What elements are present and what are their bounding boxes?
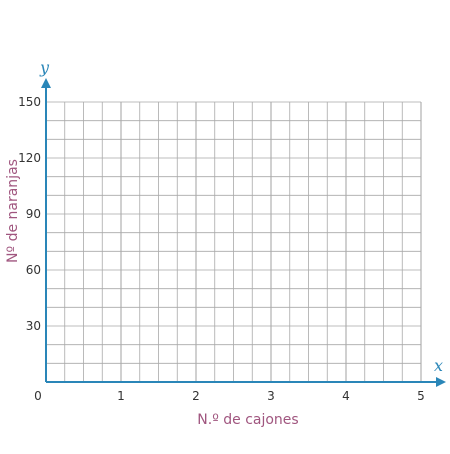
y-tick-label: 150 [18,95,41,109]
axes [41,78,446,387]
x-axis-name: x [434,356,443,375]
y-axis-name: y [39,58,50,77]
x-tick-label: 4 [342,389,350,403]
x-tick-labels: 0 1 2 3 4 5 [34,389,425,403]
x-tick-label: 2 [192,389,200,403]
y-tick-label: 60 [26,263,41,277]
x-axis-label: N.º de cajones [197,412,298,428]
y-tick-label: 30 [26,319,41,333]
y-tick-label: 120 [18,151,41,165]
grid-lines [45,101,422,383]
x-axis-arrow-icon [436,377,446,387]
x-tick-label: 1 [117,389,125,403]
x-tick-label: 3 [267,389,275,403]
y-axis-arrow-icon [41,78,51,88]
y-axis-label: Nº de naranjas [5,159,21,263]
y-tick-labels: 30 60 90 120 150 [18,95,41,333]
y-tick-label: 90 [26,207,41,221]
x-tick-label: 0 [34,389,42,403]
x-tick-label: 5 [417,389,425,403]
